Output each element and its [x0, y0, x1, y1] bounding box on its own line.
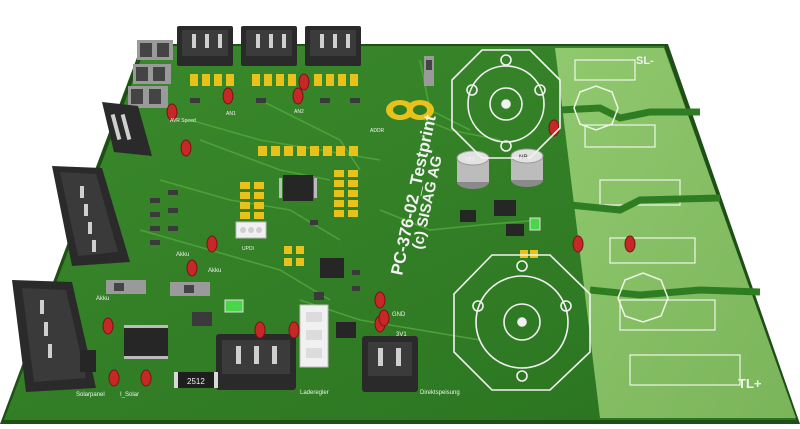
copper-pour-octagons: [573, 85, 669, 323]
red-components: [102, 73, 636, 387]
ic-right: [494, 200, 516, 216]
cap1-label: MU: [465, 157, 474, 163]
ics: [80, 175, 524, 372]
connector-top-2: [241, 26, 297, 66]
connector-laderegler: [216, 334, 296, 390]
copper-pour-area: [555, 48, 796, 418]
ic-small-2: [336, 322, 356, 338]
label-akku-1: Akku: [96, 296, 109, 302]
label-an2: AN2: [294, 109, 304, 115]
bottom-connectors: [216, 304, 418, 392]
left-connectors: [12, 102, 152, 392]
updi-header: [235, 221, 267, 239]
connector-top-3: [305, 26, 361, 66]
connector-top-1: [177, 26, 233, 66]
leds: [224, 217, 541, 313]
copper-pour-traces: [559, 104, 761, 299]
smd-pads: [190, 74, 538, 266]
label-laderegler: Laderegler: [300, 390, 329, 396]
label-updi: UPDI: [242, 246, 254, 252]
slide-switches: [106, 56, 434, 296]
label-an1: AN1: [226, 111, 236, 117]
cap-right: NR: [510, 148, 544, 187]
ic-mcu: [283, 175, 313, 201]
resistor-code-label: 2512: [187, 377, 205, 386]
label-akku-3: Akku: [208, 268, 221, 274]
pad-label-tl-plus: TL+: [738, 376, 762, 391]
connector-left-1: [102, 102, 152, 156]
ic-opamp: [320, 258, 344, 278]
top-connectors: [177, 26, 361, 66]
footprint-top: [451, 49, 561, 159]
copper-pour-outlines: [574, 59, 741, 386]
label-avr-speed: AVR Speed: [170, 118, 196, 124]
smd-small-parts: [150, 98, 360, 300]
ic-right-3: [460, 210, 476, 222]
silkscreen-labels: GND 3V1 Laderegler Direktspeisung Solarp…: [76, 109, 460, 398]
pad-label-sl-minus: SL-: [636, 55, 654, 67]
ic-small-1: [192, 312, 212, 326]
label-solarpanel: Solarpanel: [76, 392, 105, 398]
ic-bottom: [124, 328, 168, 356]
label-3v1: 3V1: [396, 332, 407, 338]
ic-sot: [80, 350, 96, 372]
label-i-solar: I_Solar: [120, 392, 139, 398]
resistor-2512: 2512: [174, 372, 218, 388]
label-akku-2: Akku: [176, 252, 189, 258]
connector-left-2: [52, 166, 130, 266]
label-direktspeisung: Direktspeisung: [420, 390, 460, 396]
large-footprints: [386, 49, 591, 391]
ic-right-2: [506, 224, 524, 236]
connector-left-3: [12, 280, 96, 392]
label-addr: ADDR: [370, 128, 385, 134]
through-hole-pads: [386, 100, 434, 120]
label-gnd: GND: [392, 312, 406, 318]
dip-switches: [128, 40, 173, 108]
cap-left: MU: [456, 150, 490, 189]
footprint-bottom: [453, 254, 591, 391]
connector-white: [299, 304, 329, 368]
connector-direktspeisung: [362, 336, 418, 392]
